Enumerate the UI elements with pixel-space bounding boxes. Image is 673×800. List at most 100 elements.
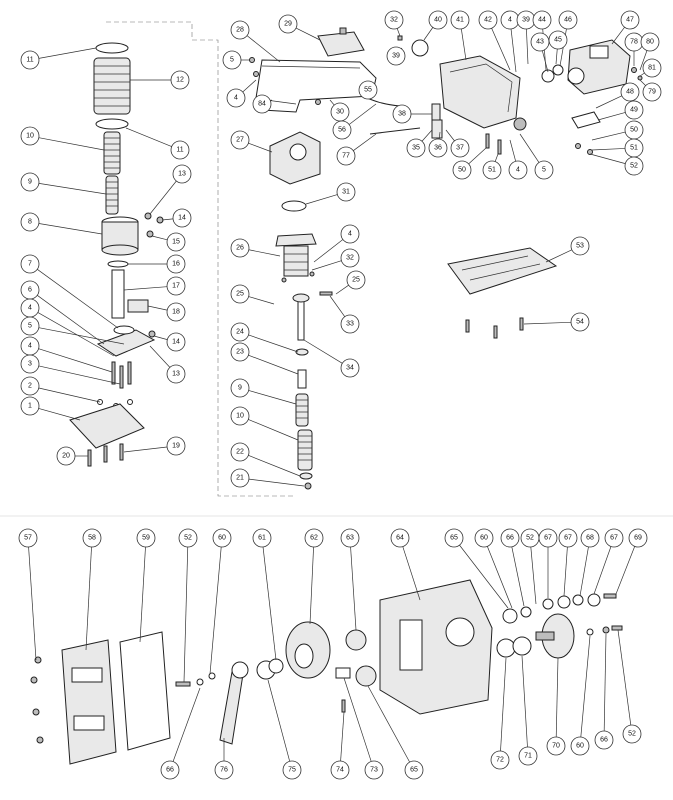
- nut: [575, 143, 581, 149]
- screw: [249, 57, 255, 63]
- callout-43: 43: [530, 32, 550, 52]
- callout-68: 68: [580, 528, 600, 548]
- leader-line: [262, 546, 277, 661]
- callout-number: 70: [552, 743, 560, 750]
- leader-line: [38, 47, 97, 59]
- leader-line: [37, 312, 115, 357]
- callout-15: 15: [166, 232, 186, 252]
- callout-31: 31: [336, 182, 356, 202]
- callout-74: 74: [330, 760, 350, 780]
- callout-4: 4: [508, 160, 528, 180]
- callout-1: 1: [20, 396, 40, 416]
- washer: [196, 678, 204, 686]
- callout-number: 80: [646, 39, 654, 46]
- leader-line: [523, 321, 572, 325]
- bolt: [485, 133, 490, 149]
- callout-32: 32: [384, 10, 404, 30]
- hose-clamp-top: [95, 42, 129, 54]
- callout-number: 33: [346, 321, 354, 328]
- callout-number: 24: [236, 329, 244, 336]
- callout-number: 41: [456, 17, 464, 24]
- callout-66: 66: [160, 760, 180, 780]
- washer: [586, 628, 594, 636]
- callout-9: 9: [20, 172, 40, 192]
- callout-number: 50: [630, 127, 638, 134]
- callout-46: 46: [558, 10, 578, 30]
- snap-ring: [572, 594, 584, 606]
- callout-70: 70: [546, 736, 566, 756]
- callout-number: 55: [364, 87, 372, 94]
- callout-66: 66: [594, 730, 614, 750]
- callout-number: 60: [480, 535, 488, 542]
- leader-line: [530, 546, 537, 605]
- callout-41: 41: [450, 10, 470, 30]
- leader-line: [350, 546, 357, 631]
- callout-13: 13: [172, 164, 192, 184]
- callout-number: 60: [576, 743, 584, 750]
- leader-line: [248, 478, 305, 487]
- leader-line: [309, 546, 314, 625]
- callout-number: 20: [62, 453, 70, 460]
- bolt: [611, 625, 623, 631]
- leader-line: [555, 48, 558, 65]
- engine-mount-frame: [439, 55, 521, 129]
- callout-number: 76: [220, 767, 228, 774]
- screw: [519, 317, 524, 331]
- callout-number: 16: [172, 261, 180, 268]
- crankcase-window: [399, 619, 423, 671]
- callout-27: 27: [230, 130, 250, 150]
- callout-number: 48: [626, 89, 634, 96]
- crankcase: [379, 579, 493, 715]
- leader-line: [353, 133, 377, 151]
- leader-line: [468, 147, 487, 165]
- leader-line: [521, 655, 528, 748]
- callout-47: 47: [620, 10, 640, 30]
- leader-line: [555, 657, 559, 738]
- bolt: [497, 139, 502, 155]
- callout-number: 10: [26, 133, 34, 140]
- callout-number: 43: [536, 39, 544, 46]
- ring: [107, 260, 129, 268]
- piston-rod: [111, 269, 125, 319]
- callout-5: 5: [222, 50, 242, 70]
- callout-number: 22: [236, 449, 244, 456]
- callout-number: 67: [564, 535, 572, 542]
- pin: [341, 699, 346, 713]
- seal: [113, 325, 135, 335]
- center-assembly: [249, 27, 421, 490]
- callout-81: 81: [642, 58, 662, 78]
- flange-plate: [96, 329, 156, 357]
- callout-50: 50: [624, 120, 644, 140]
- callout-number: 4: [234, 95, 238, 102]
- callout-45: 45: [548, 30, 568, 50]
- callout-number: 59: [142, 535, 150, 542]
- leader-line: [38, 387, 101, 403]
- connecting-rod: [297, 297, 305, 341]
- leader-line: [615, 546, 636, 595]
- callout-60: 60: [570, 736, 590, 756]
- callout-number: 73: [370, 767, 378, 774]
- leader-line: [246, 35, 281, 63]
- callout-33: 33: [340, 314, 360, 334]
- callout-22: 22: [230, 442, 250, 462]
- leader-line: [267, 679, 291, 762]
- leader-line: [421, 129, 433, 142]
- callout-number: 77: [342, 153, 350, 160]
- callout-67: 67: [558, 528, 578, 548]
- bolt: [309, 271, 315, 277]
- leader-line: [37, 269, 119, 329]
- leader-line: [161, 218, 174, 221]
- callout-number: 71: [524, 753, 532, 760]
- leader-line: [149, 345, 171, 368]
- callout-32: 32: [340, 248, 360, 268]
- callout-number: 5: [230, 57, 234, 64]
- leader-line: [589, 153, 626, 164]
- leader-line: [343, 677, 372, 762]
- callout-19: 19: [166, 436, 186, 456]
- flywheel-hub: [294, 643, 314, 669]
- leader-line: [329, 295, 346, 317]
- callout-number: 81: [648, 65, 656, 72]
- bearing: [345, 629, 367, 651]
- screw: [32, 708, 40, 716]
